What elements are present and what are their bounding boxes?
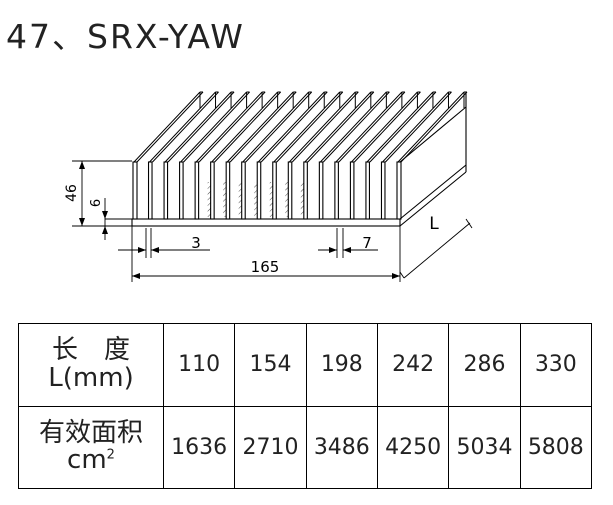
fin-depth-edge bbox=[304, 91, 372, 163]
heatsink-fin bbox=[349, 161, 355, 220]
row-header-length: 长 度 L(mm) bbox=[18, 323, 164, 407]
fin-depth-edge bbox=[400, 91, 468, 163]
heatsink-fin bbox=[287, 161, 293, 220]
dim-base-fin: 3 bbox=[191, 234, 201, 252]
heatsink-fin bbox=[179, 161, 184, 220]
length-cell: 110 bbox=[162, 323, 236, 407]
heatsink-fin bbox=[318, 161, 324, 220]
fin-depth-edge bbox=[385, 91, 452, 163]
area-unit-superscript: 2 bbox=[106, 447, 115, 463]
dim-fin-gap: 7 bbox=[362, 234, 372, 252]
fin-depth-edge bbox=[354, 91, 421, 163]
fin-depth-edge bbox=[397, 91, 465, 163]
dim-length: L bbox=[429, 214, 439, 234]
fin-depth-edge bbox=[195, 91, 263, 163]
fin-depth-edge bbox=[245, 91, 313, 163]
fin-depth-edge bbox=[273, 91, 341, 163]
fin-shadow-hatch bbox=[285, 182, 289, 217]
length-cell: 286 bbox=[448, 323, 521, 407]
area-cell: 4250 bbox=[376, 405, 450, 489]
fin-depth-edge bbox=[291, 91, 359, 163]
heatsink-fin bbox=[241, 161, 246, 220]
heatsink-fin bbox=[256, 161, 262, 220]
heatsink-fin bbox=[303, 161, 308, 220]
fin-depth-edge bbox=[276, 91, 344, 163]
fin-depth-edge bbox=[260, 91, 328, 163]
fin-depth-edge bbox=[214, 91, 282, 163]
fin-shadow-hatch bbox=[254, 182, 258, 217]
fin-depth-edge bbox=[211, 91, 279, 163]
spec-table: 长 度 L(mm) 110 154 198 242 286 330 有效面积 c… bbox=[18, 323, 593, 489]
fin-depth-edge bbox=[257, 91, 325, 163]
fin-shadow-hatch bbox=[269, 182, 273, 217]
heatsink-fin bbox=[396, 161, 402, 220]
length-cell: 242 bbox=[376, 323, 450, 407]
fin-depth-edge bbox=[335, 91, 403, 163]
page-title: 47、SRX-YAW bbox=[6, 17, 245, 56]
fin-depth-edge bbox=[136, 91, 204, 163]
fin-depth-edge bbox=[167, 91, 235, 163]
heatsink-base bbox=[131, 218, 401, 227]
heatsink-front-profile bbox=[131, 161, 402, 227]
table-row: 长 度 L(mm) 110 154 198 242 286 330 bbox=[18, 323, 593, 407]
row-header-area-unit: cm2 bbox=[19, 447, 163, 474]
heatsink-fin bbox=[334, 161, 339, 220]
fin-depth-edge bbox=[382, 91, 449, 163]
area-cell: 5034 bbox=[448, 405, 521, 489]
fin-shadow-hatch bbox=[223, 182, 227, 217]
table-row: 有效面积 cm2 1636 2710 3486 4250 5034 5808 bbox=[18, 405, 593, 489]
fin-shadow-hatch bbox=[238, 182, 242, 217]
row-header-area-cn: 有效面积 bbox=[38, 417, 143, 448]
heatsink-fin bbox=[132, 161, 138, 220]
fin-depth-edge bbox=[319, 91, 387, 163]
dimension-arrows bbox=[79, 161, 400, 279]
heatsink-fin bbox=[147, 161, 153, 220]
fin-depth-edge bbox=[366, 91, 434, 163]
area-cell: 3486 bbox=[305, 405, 378, 489]
heatsink-fin bbox=[380, 161, 386, 220]
length-cell: 198 bbox=[305, 323, 378, 407]
heatsink-fin bbox=[163, 161, 169, 220]
fin-shadow-hatch bbox=[300, 182, 304, 217]
fin-depth-edge bbox=[322, 91, 390, 163]
dim-total-height: 46 bbox=[64, 184, 80, 202]
area-cell: 5808 bbox=[519, 405, 593, 489]
heatsink-fin bbox=[194, 161, 200, 220]
heatsink-fin bbox=[210, 161, 215, 220]
fin-depth-edge bbox=[183, 91, 250, 163]
heatsink-fin bbox=[225, 161, 231, 220]
fin-depth-edge bbox=[338, 91, 406, 163]
fin-depth-edge bbox=[226, 91, 294, 163]
area-unit-base: cm bbox=[67, 445, 107, 476]
heatsink-back-fins bbox=[133, 91, 468, 163]
fin-depth-edge bbox=[288, 91, 356, 163]
row-header-length-unit: L(mm) bbox=[48, 362, 134, 393]
heatsink-outline bbox=[399, 92, 467, 227]
fin-depth-edge bbox=[133, 91, 201, 163]
heatsink-fin bbox=[272, 161, 277, 220]
length-cell: 154 bbox=[234, 323, 307, 407]
area-cell: 1636 bbox=[162, 405, 236, 489]
area-cell: 2710 bbox=[234, 405, 307, 489]
heatsink-fin bbox=[365, 161, 370, 220]
fin-depth-edge bbox=[198, 91, 266, 163]
row-header-length-cn: 长 度 bbox=[51, 335, 130, 366]
fin-depth-edge bbox=[242, 91, 310, 163]
fin-depth-edge bbox=[152, 91, 219, 163]
fin-depth-edge bbox=[180, 91, 247, 163]
fin-depth-edge bbox=[149, 91, 216, 163]
fin-depth-edge bbox=[164, 91, 232, 163]
dim-width: 165 bbox=[251, 258, 280, 276]
fin-depth-edge bbox=[307, 91, 375, 163]
dim-base-height: 6 bbox=[89, 199, 104, 207]
fin-shadow-hatch bbox=[207, 182, 211, 217]
fin-depth-edge bbox=[351, 91, 418, 163]
heatsink-drawing: 46 6 3 7 165 L bbox=[64, 91, 473, 282]
row-header-area: 有效面积 cm2 bbox=[18, 405, 164, 489]
fin-depth-edge bbox=[369, 91, 437, 163]
length-cell: 330 bbox=[519, 323, 593, 407]
fin-depth-edge bbox=[229, 91, 297, 163]
